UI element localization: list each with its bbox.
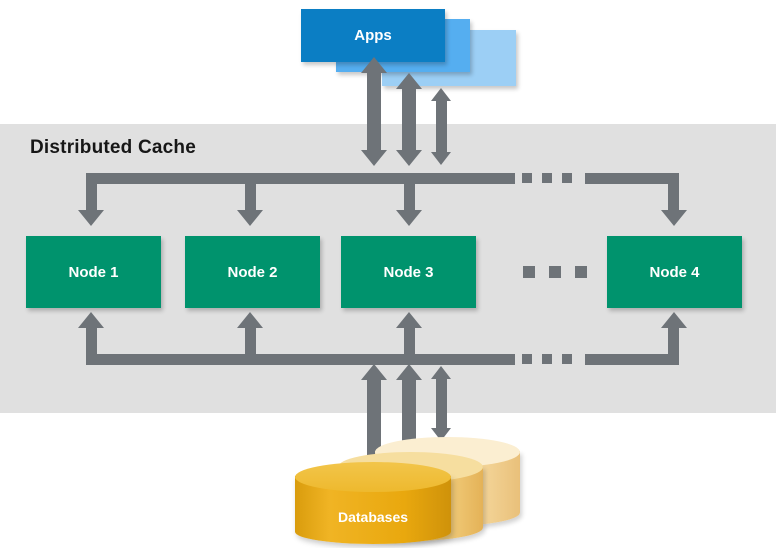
db-arrow-1-shaft [367,379,381,465]
apps-arrow-1-head-up [361,57,387,73]
bottom-bus-ellipsis-dot-2 [542,354,552,364]
apps-arrow-2-head-down [396,150,422,166]
node-label-4: Node 4 [649,263,700,281]
top-bus-ellipsis-dot-3 [562,173,572,183]
bus-to-node-3-arrowhead [396,210,422,226]
node-label-2: Node 2 [227,263,278,281]
bus-to-node-2-arrowhead [237,210,263,226]
database-cylinder-front[interactable] [295,462,451,548]
apps-arrow-1-head-down [361,150,387,166]
node-1-to-bus-arrowhead [78,312,104,328]
node-1-to-bus-shaft [86,327,97,356]
distributed-cache-label: Distributed Cache [30,137,196,158]
node-label-3: Node 3 [383,263,434,281]
node-box-4[interactable]: Node 4 [607,236,742,308]
databases-label: Databases [337,509,409,525]
node-ellipsis-dot-3 [575,266,587,278]
bus-to-node-4-arrowhead [661,210,687,226]
node-2-to-bus-arrowhead [237,312,263,328]
node-label-1: Node 1 [68,263,119,281]
node-ellipsis-dot-1 [523,266,535,278]
db-arrow-2-shaft [402,379,416,447]
db-arrow-1-head-up [361,364,387,380]
node-box-1[interactable]: Node 1 [26,236,161,308]
node-box-2[interactable]: Node 2 [185,236,320,308]
apps-arrow-2-shaft [402,88,416,152]
top-bus-ellipsis-dot-2 [542,173,552,183]
apps-arrow-2-head-up [396,73,422,89]
bus-to-node-1-arrowhead [78,210,104,226]
node-box-3[interactable]: Node 3 [341,236,476,308]
top-bus-right-segment [585,173,677,184]
node-row-ellipsis [523,266,587,278]
bottom-bus-ellipsis-dot-3 [562,354,572,364]
db-arrow-3-head-up [431,366,451,379]
node-4-to-bus-arrowhead [661,312,687,328]
bottom-bus-left-segment [86,354,515,365]
node-ellipsis-dot-2 [549,266,561,278]
bus-to-node-3-shaft [404,173,415,212]
node-4-to-bus-shaft [668,327,679,356]
bus-to-node-2-shaft [245,173,256,212]
node-3-to-bus-arrowhead [396,312,422,328]
apps-box-front [301,9,445,62]
db-arrow-3-shaft [436,378,447,430]
bottom-bus-ellipsis-dot-1 [522,354,532,364]
bus-to-node-4-shaft [668,173,679,212]
apps-arrow-3-shaft [436,100,447,154]
node-2-to-bus-shaft [245,327,256,356]
bottom-bus-right-segment [585,354,679,365]
apps-arrow-3-head-down [431,152,451,165]
node-3-to-bus-shaft [404,327,415,356]
apps-label: Apps [354,27,392,44]
apps-arrow-3-head-up [431,88,451,101]
top-bus-ellipsis-dot-1 [522,173,532,183]
bus-to-node-1-shaft [86,173,97,212]
db-arrow-2-head-up [396,364,422,380]
apps-arrow-1-shaft [367,72,381,152]
top-bus-left-segment [86,173,515,184]
